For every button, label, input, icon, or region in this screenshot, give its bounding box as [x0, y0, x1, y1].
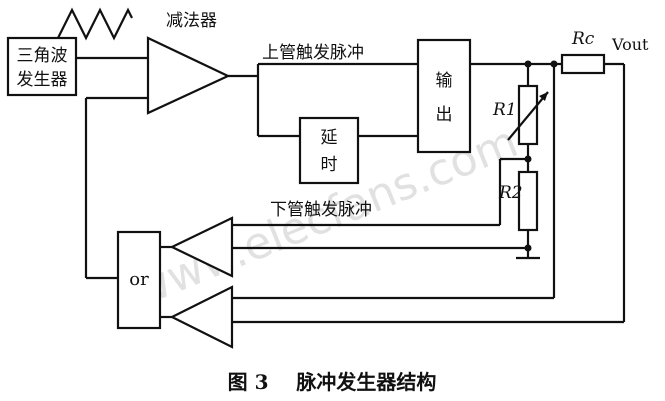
triangle-generator-label-1: 三角波: [17, 46, 68, 66]
vout-label: Vout: [611, 35, 649, 54]
subtractor-amp: [146, 36, 231, 115]
r1-label: R1: [492, 100, 517, 120]
or-gate-box: [116, 230, 162, 330]
r1-arrowhead-icon: [539, 92, 548, 101]
lower-trigger-label: 下管触发脉冲: [270, 200, 372, 220]
output-box: [416, 38, 472, 154]
upper-trigger-label: 上管触发脉冲: [262, 43, 364, 63]
r2-label: R2: [498, 183, 523, 203]
rc-label: Rc: [571, 29, 595, 49]
triangle-generator-label-2: 发生器: [17, 70, 68, 90]
comparator-1: [169, 216, 234, 278]
triangle-wave-icon: [57, 7, 133, 41]
rc-resistor: [560, 53, 606, 75]
delay-label-2: 时: [321, 155, 338, 175]
output-label-1: 输: [436, 71, 453, 91]
r1-wiper-arrow: [507, 91, 549, 141]
subtractor-label: 减法器: [166, 11, 217, 31]
delay-label-1: 延: [321, 128, 338, 148]
comparator-2: [169, 285, 234, 349]
triangle-generator-box: [6, 36, 78, 97]
figure-caption: 图 3 脉冲发生器结构: [228, 370, 437, 394]
output-label-2: 出: [436, 105, 453, 125]
delay-box: [298, 116, 360, 185]
or-gate-label: or: [129, 269, 149, 290]
